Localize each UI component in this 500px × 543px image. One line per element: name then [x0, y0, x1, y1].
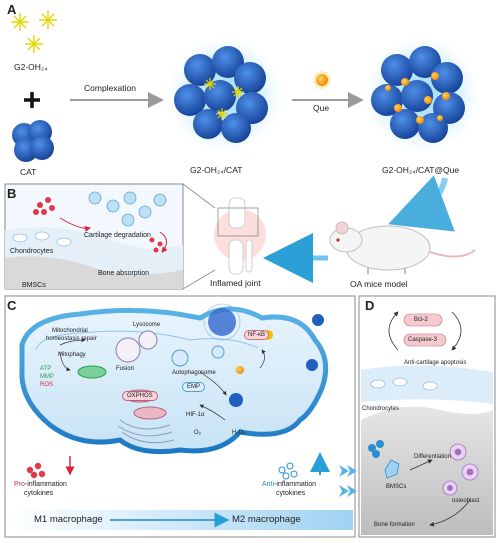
- nfkb-label: NF-κB: [244, 330, 269, 340]
- que-label: Que: [313, 103, 330, 113]
- osteoblast-label: osteoblast: [452, 498, 480, 504]
- complex-que-icon: [360, 33, 484, 157]
- emp-label: EMP: [182, 382, 206, 392]
- bone-region: [5, 256, 183, 289]
- panel-d-letter: D: [365, 298, 375, 313]
- anti-prefix: Anti: [262, 481, 275, 488]
- b-chondrocytes-label: Chondrocytes: [10, 248, 54, 255]
- ros-dots-icon: [33, 197, 163, 253]
- inflamed-joint-label: Inflamed joint: [210, 278, 261, 288]
- chevron-arrows-icon: [339, 465, 357, 497]
- d-bone-region: [361, 406, 493, 535]
- complex-icon: [163, 33, 287, 157]
- cat-protein-icon: [12, 120, 54, 162]
- stem-cell-icons: [368, 440, 400, 479]
- oa-mice-label: OA mice model: [350, 279, 408, 289]
- fusion-label: Fusion: [116, 366, 135, 372]
- d-chondrocyte-icons: [370, 377, 438, 391]
- pro-suffix: -inflammation: [24, 481, 67, 488]
- b-bmscs-label: BMSCs: [22, 282, 46, 289]
- pro-prefix: Pro: [14, 481, 25, 488]
- m1-label: M1 macrophage: [34, 514, 103, 525]
- mouse-icon: [329, 221, 476, 274]
- mito-repair-label-2: homeostasis repair: [46, 336, 97, 342]
- autophagosome-label: Autophagosome: [172, 370, 216, 376]
- hif-label: HIF-1α: [186, 412, 205, 418]
- anti-suffix: -inflammation: [274, 481, 317, 488]
- inflamed-joint-icon: [214, 197, 266, 275]
- mmp-label: MMP: [40, 374, 54, 380]
- lysosome-icon: [115, 330, 158, 363]
- h2o2-label: H₂O₂: [232, 430, 246, 436]
- o2-label: O₂: [194, 430, 201, 436]
- panel-b-letter: B: [7, 186, 17, 201]
- dendrimer-icon: [11, 11, 57, 53]
- panel-c-letter: C: [7, 298, 17, 313]
- ros-label: ROS: [40, 382, 54, 388]
- cartilage-degradation-label: Cartilage degradation: [84, 232, 151, 239]
- g2-label: G2-OH₂₄: [14, 62, 48, 72]
- caspase3-label: Caspase-3: [408, 337, 438, 343]
- osteoblast-icons: [442, 443, 479, 496]
- cat-label: CAT: [20, 167, 37, 177]
- atp-label: ATP: [40, 366, 52, 372]
- mitophagy-label: Mitophagy: [58, 352, 86, 358]
- bcl2-caspase-cycle: [388, 311, 462, 351]
- lysosome-label: Lysosome: [133, 322, 161, 328]
- chondrocyte-icons: [12, 231, 72, 247]
- er-golgi-icon: [117, 419, 175, 444]
- complexation-label: Complexation: [84, 83, 136, 93]
- pro-cytokine-dots-icon: [26, 462, 46, 479]
- plus-icon: [24, 92, 40, 108]
- anti-cytokines-label: cytokines: [276, 490, 306, 497]
- pro-cytokines-label: cytokines: [24, 490, 54, 497]
- complex-label: G2-OH₂₄/CAT: [190, 165, 243, 175]
- d-bmscs-label: BMSCs: [386, 484, 407, 490]
- bone-formation-label: Bone formation: [374, 522, 415, 528]
- anti-cytokine-dots-icon: [278, 462, 298, 480]
- bone-absorption-label: Bone absorption: [98, 270, 149, 277]
- autophagosome-icon: [171, 345, 225, 367]
- differentiation-label: Differentiation: [414, 454, 451, 460]
- que-sun-icon: [313, 71, 331, 89]
- immune-cell-icons: [88, 191, 167, 227]
- final-complex-label: G2-OH₂₄/CAT@Que: [382, 165, 460, 175]
- mito-repair-label: Mitochondrial: [52, 328, 88, 334]
- m2-label: M2 macrophage: [232, 514, 301, 525]
- oxphos-label: OXPHOS: [122, 391, 158, 401]
- d-chondrocytes-label: Chondrocytes: [362, 406, 400, 412]
- anti-inflammation-label: Anti-inflammation: [262, 481, 316, 488]
- curved-arrow-to-mouse: [388, 175, 455, 232]
- panel-a-letter: A: [7, 2, 17, 17]
- anti-apoptosis-label: Anti-cartilage apoptosis: [404, 360, 467, 366]
- pro-inflammation-label: Pro-inflammation: [14, 481, 67, 488]
- bcl2-label: Bcl-2: [414, 317, 428, 323]
